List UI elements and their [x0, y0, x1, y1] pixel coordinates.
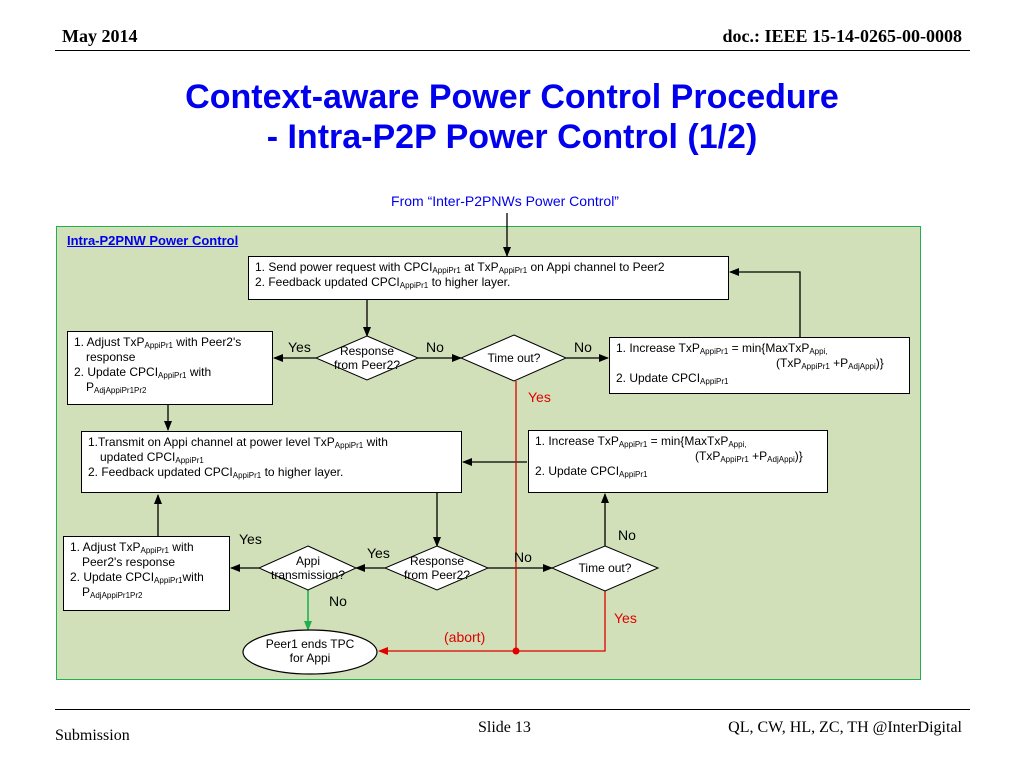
box-send-request: 1. Send power request with CPCIAppiPr1 a… [248, 256, 729, 300]
box-increase-1: 1. Increase TxPAppiPr1 = min{MaxTxPAppi,… [609, 337, 910, 394]
footer-slide-number: Slide 13 [478, 719, 531, 736]
edge-timeout2-yes [378, 591, 606, 655]
decision-response-2 [383, 545, 490, 591]
edge-label-yes-2: Yes [239, 531, 262, 547]
edge-label-no-5: No [329, 593, 347, 609]
footer-authors: QL, CW, HL, ZC, TH @InterDigital [728, 719, 962, 736]
header-rule [55, 50, 970, 51]
terminal-label: Peer1 ends TPC for Appi [265, 637, 355, 665]
region-label: Intra-P2PNW Power Control [67, 233, 239, 248]
edge-label-yes-red-1: Yes [528, 389, 551, 405]
decision-response-1 [314, 335, 420, 381]
box-increase-2: 1. Increase TxPAppiPr1 = min{MaxTxPAppi,… [528, 430, 828, 493]
header-doc-id: doc.: IEEE 15-14-0265-00-0008 [722, 26, 963, 46]
edge-label-no-3: No [618, 527, 636, 543]
title-line-1: Context-aware Power Control Procedure [185, 78, 839, 116]
entry-label: From “Inter-P2PNWs Power Control” [391, 193, 619, 209]
edge-increase1-loop [729, 268, 801, 337]
edge-label-no-2: No [574, 339, 592, 355]
abort-junction [512, 647, 520, 655]
edge-label-no-1: No [426, 339, 444, 355]
title-line-2: - Intra-P2P Power Control (1/2) [266, 118, 758, 156]
edge-label-no-4: No [514, 549, 532, 565]
edge-label-abort: (abort) [444, 629, 486, 645]
box-adjust-2: 1. Adjust TxPAppiPr1 with Peer2's respon… [63, 536, 230, 611]
decision-timeout-2 [550, 545, 660, 592]
footer-submission: Submission [55, 727, 130, 744]
header-date: May 2014 [62, 26, 138, 46]
edge-label-yes-red-2: Yes [614, 610, 637, 626]
decision-response-2-label: Response from Peer2? [403, 554, 471, 582]
edge-label-yes-1: Yes [288, 339, 311, 355]
box-transmit: 1.Transmit on Appi channel at power leve… [81, 431, 462, 493]
decision-timeout-1 [459, 334, 568, 382]
decision-appi-transmission [257, 545, 358, 591]
terminal-ellipse [242, 629, 378, 675]
decision-response-1-label: Response from Peer2? [333, 344, 401, 372]
decision-timeout-1-label: Time out? [487, 351, 541, 365]
decision-timeout-2-label: Time out? [578, 561, 632, 575]
box-adjust-1: 1. Adjust TxPAppiPr1 with Peer2's respon… [67, 331, 273, 405]
edge-label-yes-3: Yes [367, 545, 390, 561]
footer-rule [55, 709, 970, 710]
decision-appi-transmission-label: Appi transmission? [270, 554, 346, 582]
